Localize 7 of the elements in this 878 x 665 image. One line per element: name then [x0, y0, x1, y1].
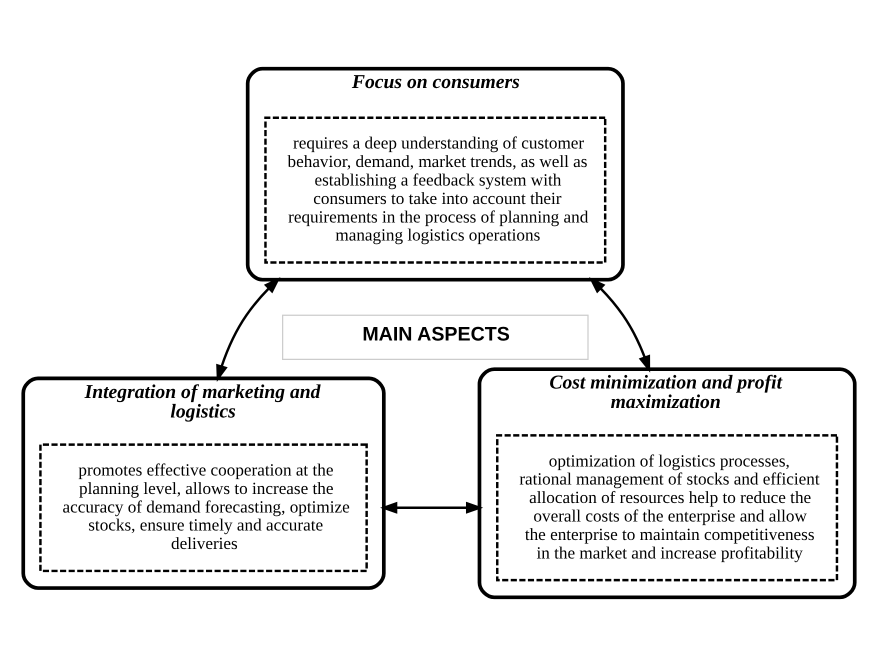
node-box: promotes effective cooperation at the planning level, allows to increase the accuracy of demand forecasting, optimize stocks, ensure timely and accurate deliveries	[39, 442, 368, 572]
arrow	[216, 276, 280, 382]
node-box: optimization of logistics processes, rational management of stocks and efficient allocation of resources help to reduce the overall costs of the enterprise and allow the enterprise to maintain competitiveness in the market and increase profitability	[496, 434, 838, 581]
node-box: requires a deep understanding of customer behavior, demand, market trends, as well as establishing a feedback system with consumers to take into account their requirements in the process of planning and managing logistics operations	[264, 116, 606, 264]
arrow	[588, 276, 650, 372]
arrow	[380, 501, 484, 514]
node-box: MAIN ASPECTS	[282, 314, 589, 360]
